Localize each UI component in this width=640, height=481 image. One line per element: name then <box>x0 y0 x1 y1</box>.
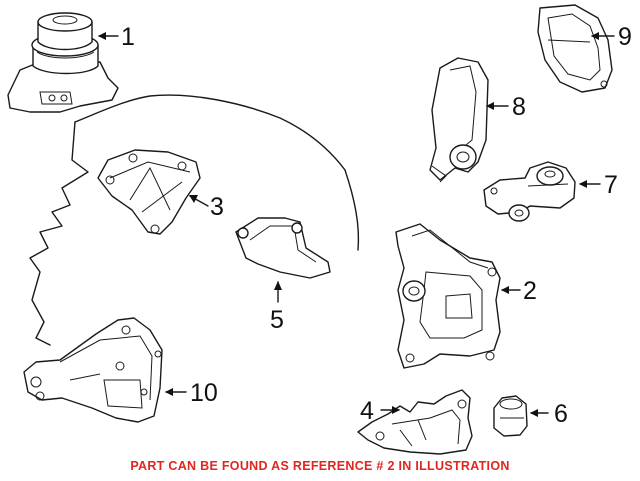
callout-1-arrowhead <box>98 32 106 40</box>
callout-6-arrowhead <box>530 409 538 417</box>
part-4-lower-bracket <box>357 389 473 455</box>
callout-9-number: 9 <box>618 23 632 51</box>
callout-2-arrowhead <box>501 286 509 294</box>
callout-4-arrowhead <box>392 406 400 414</box>
part-10-engine-bracket <box>23 317 163 423</box>
part-2-transmission-mount <box>395 223 501 369</box>
part-1-engine-mount <box>7 12 119 113</box>
part-3-bracket <box>97 149 201 235</box>
callout-4-number: 4 <box>360 397 374 425</box>
part-8-bracket <box>429 57 489 183</box>
callout-6-number: 6 <box>554 400 568 428</box>
callout-5-arrowhead <box>274 281 282 290</box>
callout-7-number: 7 <box>604 171 618 199</box>
callout-3-number: 3 <box>210 193 224 221</box>
callout-10-number: 10 <box>190 379 218 407</box>
part-9-cover <box>537 4 613 93</box>
callout-1-number: 1 <box>121 23 135 51</box>
part-7-torque-rod <box>483 161 576 222</box>
callout-5-number: 5 <box>270 306 284 334</box>
callout-7-arrowhead <box>579 180 587 188</box>
reference-note: PART CAN BE FOUND AS REFERENCE # 2 IN IL… <box>130 459 510 473</box>
callout-9-arrowhead <box>591 32 599 40</box>
callout-10-arrowhead <box>165 388 173 396</box>
callout-8-number: 8 <box>512 93 526 121</box>
part-5-shield <box>235 217 331 279</box>
part-6-bushing <box>493 395 528 437</box>
engine-outline <box>29 94 360 346</box>
callout-8-arrowhead <box>486 102 494 110</box>
callout-2-number: 2 <box>523 277 537 305</box>
callout-3-arrowhead <box>189 195 198 203</box>
